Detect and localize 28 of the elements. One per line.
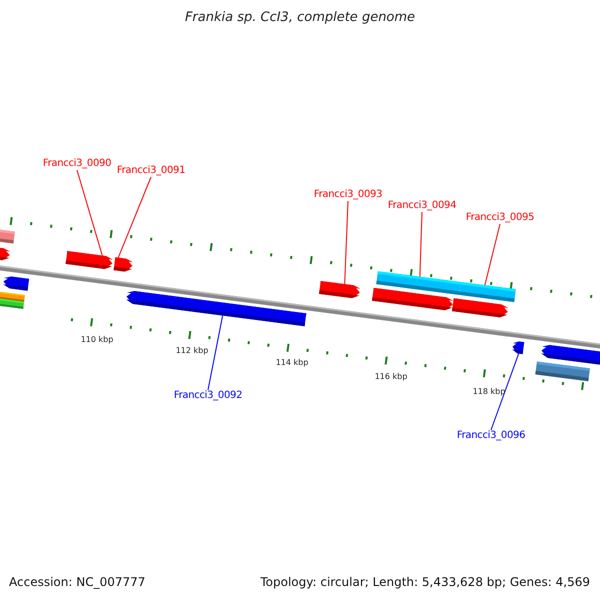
leader-line: [118, 176, 152, 258]
leader-line: [344, 200, 348, 285]
gene-label: Francci3_0096: [456, 431, 526, 441]
scale-label: 110 kbp: [80, 336, 114, 344]
footer-text: Topology: circular; Length: 5,433,628 bp; Genes: 4,569: [260, 576, 590, 588]
gene-feature: [126, 291, 306, 326]
gene-feature: [512, 341, 524, 354]
gene-label: Francci3_0090: [42, 159, 112, 169]
scale-label: 112 kbp: [176, 347, 208, 355]
leader-line: [419, 212, 422, 278]
leader-line: [490, 353, 520, 430]
gene-label: Francci3_0091: [116, 166, 186, 176]
leader-line: [76, 170, 103, 256]
gene-feature: [376, 271, 461, 295]
gene-label: Francci3_0092: [174, 391, 242, 401]
footer-text: Accession: NC_007777: [9, 576, 146, 588]
leader-line: [208, 315, 224, 390]
gene-feature: [459, 282, 516, 302]
scale-label: 116 kbp: [374, 373, 408, 381]
scale-label: 118 kbp: [472, 388, 506, 396]
gene-feature: [114, 257, 133, 272]
leader-line: [484, 224, 500, 286]
gene-label: Francci3_0095: [466, 213, 534, 223]
scale-label: 114 kbp: [276, 359, 308, 367]
title: Frankia sp. CcI3, complete genome: [184, 11, 416, 24]
gene-label: Francci3_0093: [314, 190, 382, 200]
gene-feature: [319, 280, 360, 298]
gene-label: Francci3_0094: [388, 201, 456, 211]
